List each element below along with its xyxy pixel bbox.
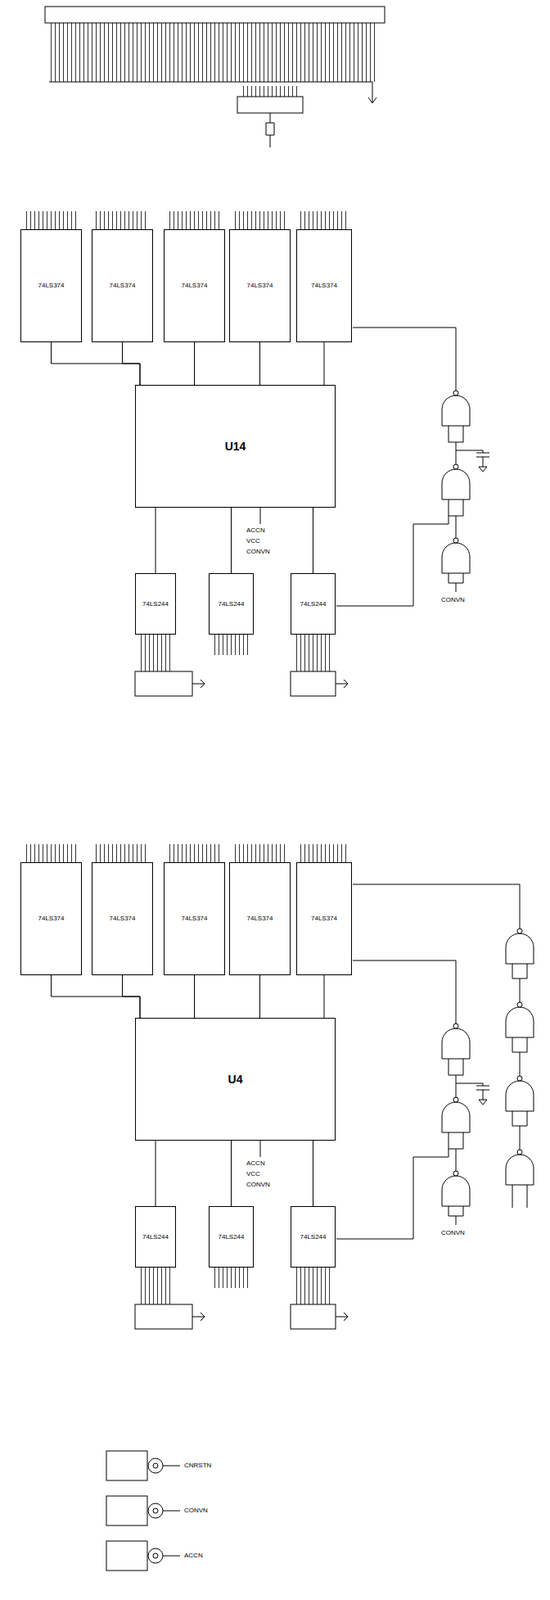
ic-chip: 74LS244 xyxy=(290,572,336,635)
bus-wire xyxy=(193,342,195,385)
bus-wire xyxy=(324,342,325,385)
signal-name: CONVN xyxy=(440,1228,466,1237)
chip-label: 74LS374 xyxy=(180,914,208,923)
signal-name: CONVN xyxy=(245,547,271,556)
chip-label: 74LS374 xyxy=(108,914,136,923)
signal-name: ACCN xyxy=(245,1158,266,1168)
bus-wire xyxy=(230,507,232,573)
chip-label: 74LS374 xyxy=(37,281,64,290)
signal-name: CONVN xyxy=(440,595,466,605)
ic-chip: 74LS374 xyxy=(20,861,82,975)
ic-chip: 74LS244 xyxy=(290,1205,336,1267)
ic-chip: 74LS374 xyxy=(229,861,291,975)
bus-wire xyxy=(230,1140,232,1206)
bus-wire xyxy=(122,974,141,1018)
ic-chip: 74LS244 xyxy=(135,572,176,635)
chip-label: U4 xyxy=(228,1072,244,1086)
ic-chip: 74LS244 xyxy=(208,572,254,635)
bus-wire xyxy=(312,507,314,573)
ic-chip: 74LS374 xyxy=(296,229,352,343)
ic-chip: 74LS374 xyxy=(163,229,226,343)
bus-wire xyxy=(259,342,261,385)
ic-chip: U4 xyxy=(135,1017,336,1141)
signal-name: VCC xyxy=(245,1169,262,1178)
signal-name: ACCN xyxy=(183,1550,204,1560)
chip-label: 74LS244 xyxy=(142,1232,169,1241)
chip-label: 74LS244 xyxy=(299,599,326,609)
bus-wire xyxy=(51,974,141,1018)
signal-name: CONVN xyxy=(245,1180,271,1189)
chip-label: 74LS374 xyxy=(246,281,273,290)
ic-chip: 74LS244 xyxy=(135,1205,176,1267)
signal-name: CNRSTN xyxy=(183,1460,212,1470)
ic-chip: 74LS374 xyxy=(229,229,291,343)
bus-wire xyxy=(193,974,195,1018)
chip-label: 74LS244 xyxy=(142,599,169,609)
chip-label: 74LS374 xyxy=(37,914,64,923)
chip-label: 74LS374 xyxy=(108,281,136,290)
ic-chip: 74LS374 xyxy=(91,229,154,343)
chip-label: 74LS374 xyxy=(246,914,273,923)
chip-label: 74LS244 xyxy=(217,599,244,609)
signal-name: VCC xyxy=(245,536,262,546)
chip-label: 74LS244 xyxy=(217,1232,244,1241)
ic-chip: U14 xyxy=(135,384,336,508)
bus-wire xyxy=(155,1140,157,1206)
ic-chip: 74LS374 xyxy=(163,861,226,975)
chip-label: 74LS374 xyxy=(311,914,338,923)
ic-chip: 74LS374 xyxy=(296,861,352,975)
ic-chip: 74LS374 xyxy=(20,229,82,343)
bus-wire xyxy=(122,342,141,385)
bus-wire xyxy=(312,1140,314,1206)
ic-chip: 74LS374 xyxy=(91,861,154,975)
chip-label: 74LS244 xyxy=(299,1232,326,1241)
chip-label: 74LS374 xyxy=(180,281,208,290)
chip-label: U14 xyxy=(225,439,247,453)
signal-name: CONVN xyxy=(183,1505,209,1515)
chip-label: 74LS374 xyxy=(311,281,338,290)
signal-name: ACCN xyxy=(245,526,266,535)
ic-chip: 74LS244 xyxy=(208,1205,254,1267)
bus-wire xyxy=(259,974,261,1018)
bus-wire xyxy=(155,507,157,573)
bus-wire xyxy=(324,974,325,1018)
bus-wire xyxy=(51,342,141,385)
